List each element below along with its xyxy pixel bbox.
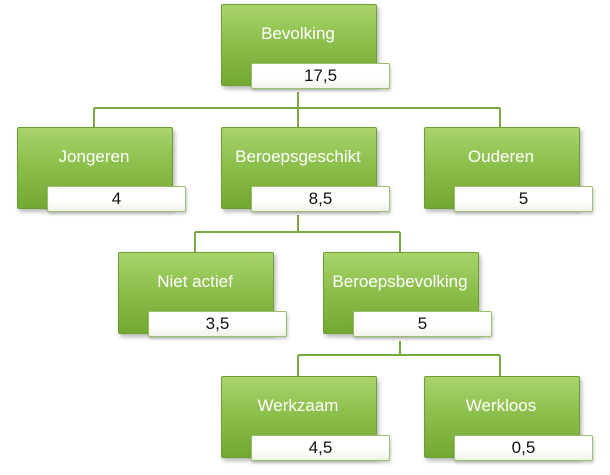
node-jongeren-value: 4 xyxy=(47,186,186,212)
connector-beroepsbevolking xyxy=(297,341,501,376)
connector-bevolking xyxy=(93,92,501,127)
node-niet-actief-label: Niet actief xyxy=(157,272,233,291)
node-werkzaam-value: 4,5 xyxy=(251,435,390,461)
node-werkzaam-label: Werkzaam xyxy=(257,396,339,415)
node-beroepsgeschikt-label: Beroepsgeschikt xyxy=(235,147,361,166)
node-beroepsgeschikt-value: 8,5 xyxy=(251,186,390,212)
node-jongeren-label: Jongeren xyxy=(58,147,130,166)
node-beroepsbevolking-value: 5 xyxy=(353,311,492,337)
node-werkloos-value: 0,5 xyxy=(454,435,593,461)
node-beroepsbevolking-label: Beroepsbevolking xyxy=(332,272,468,291)
connector-beroepsgeschikt xyxy=(194,215,401,252)
node-bevolking-label: Bevolking xyxy=(261,24,335,43)
node-niet-actief-value: 3,5 xyxy=(148,311,287,337)
node-bevolking-value: 17,5 xyxy=(251,63,390,89)
node-ouderen-value: 5 xyxy=(454,186,593,212)
node-ouderen-label: Ouderen xyxy=(467,147,535,166)
node-werkloos-label: Werkloos xyxy=(465,396,537,415)
